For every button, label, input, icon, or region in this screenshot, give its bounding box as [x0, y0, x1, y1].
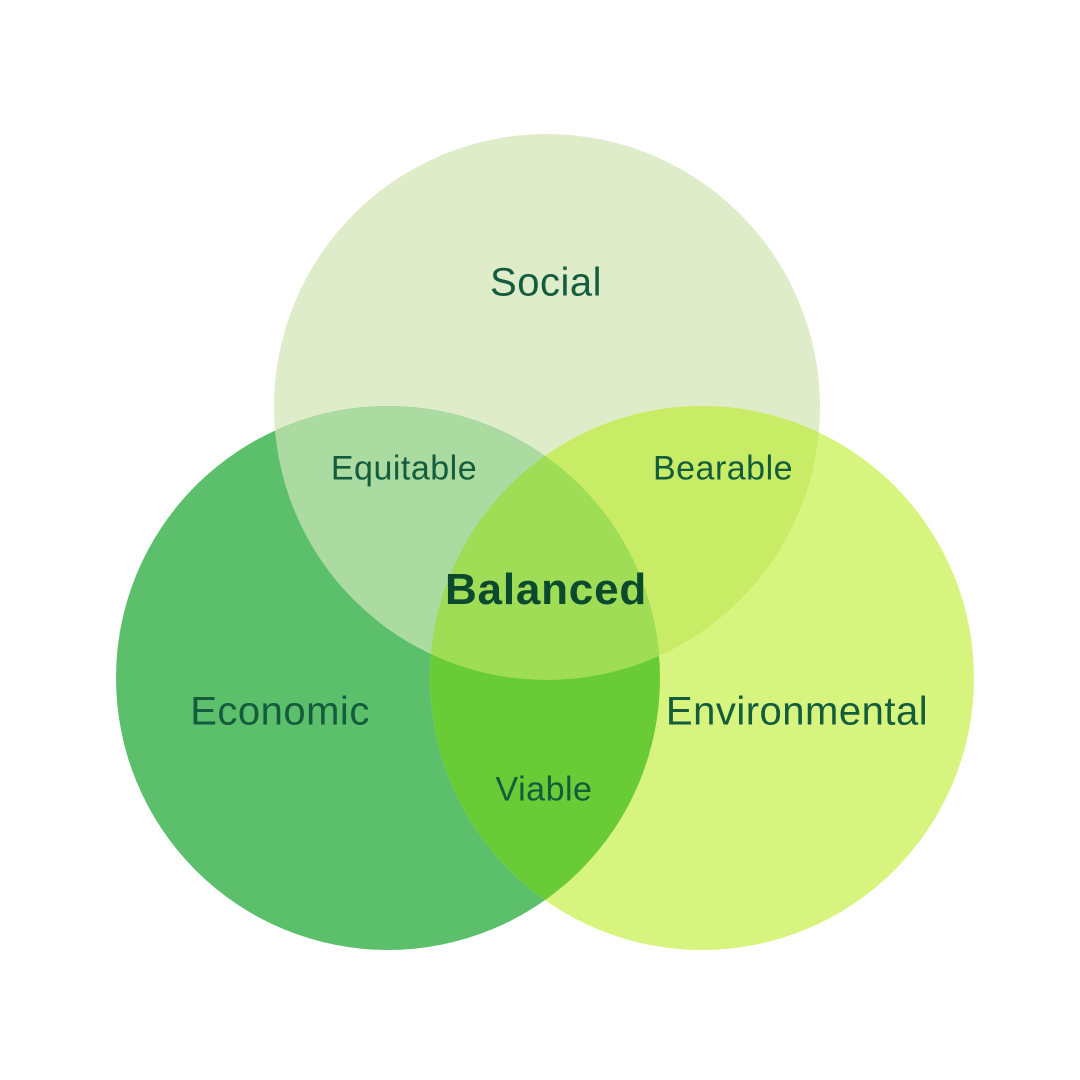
balanced-label: Balanced	[444, 565, 648, 614]
bearable-label: Bearable	[652, 449, 794, 488]
environmental-label: Environmental	[665, 689, 929, 734]
equitable-label: Equitable	[330, 449, 478, 488]
center-overlap	[430, 406, 660, 680]
economic-label: Economic	[190, 689, 370, 734]
viable-label: Viable	[495, 770, 593, 809]
social-label: Social	[490, 260, 602, 305]
